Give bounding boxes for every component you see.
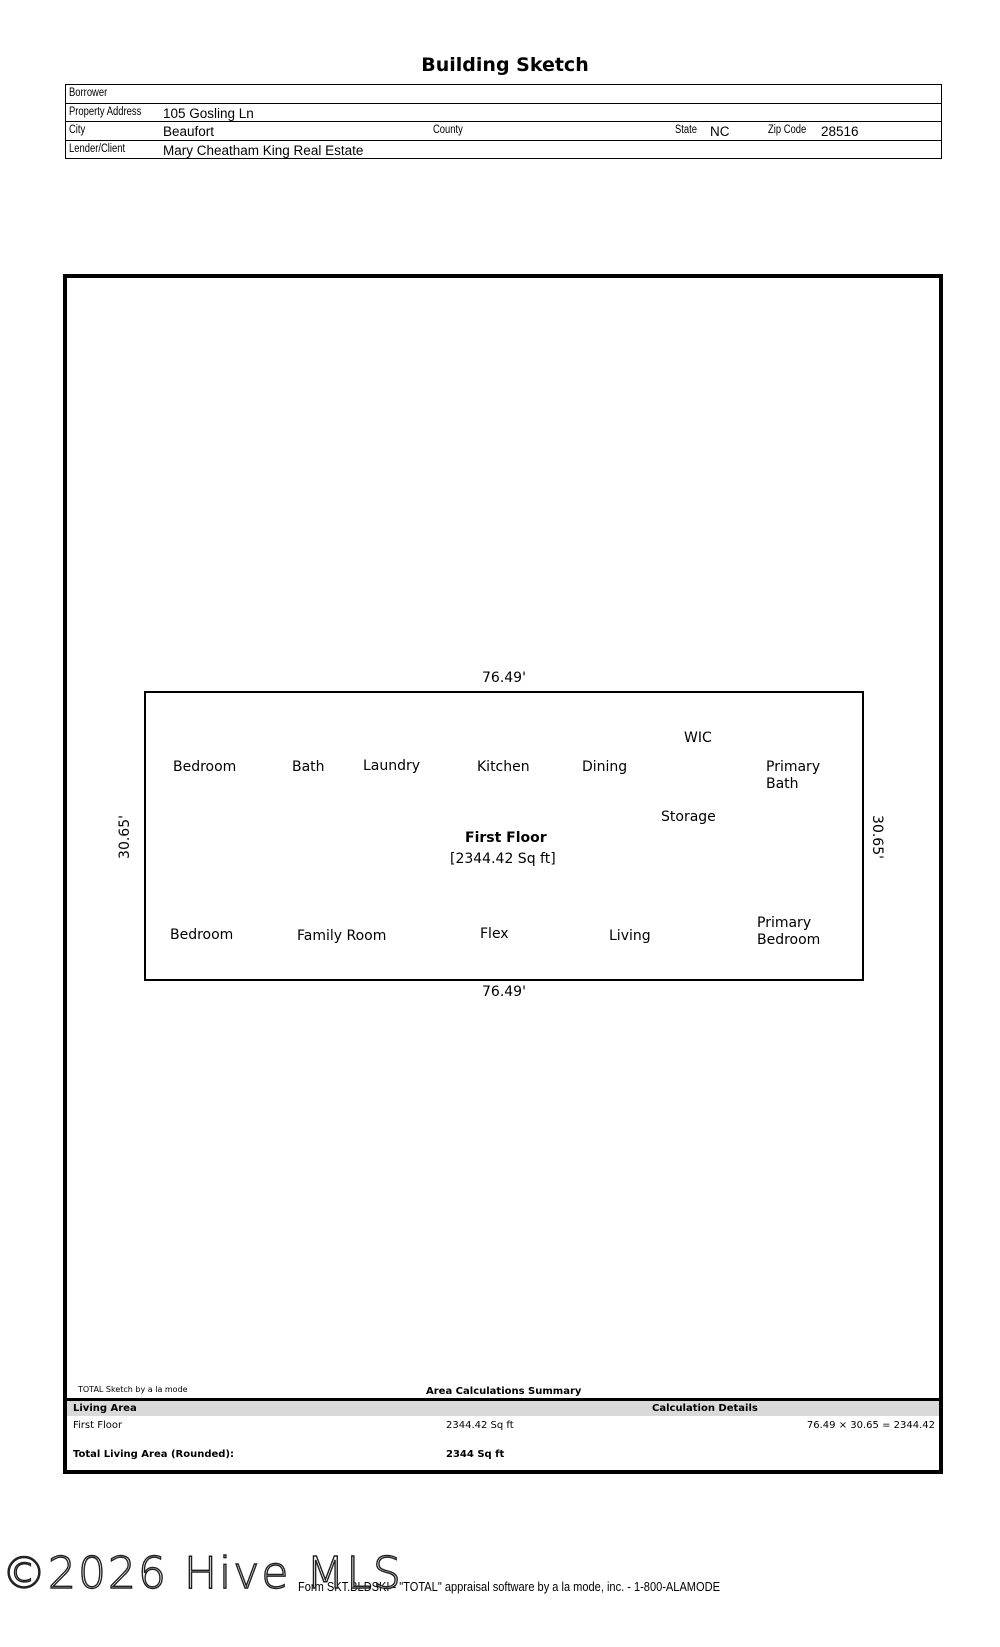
col-calculation-details: Calculation Details — [652, 1403, 758, 1414]
software-note: TOTAL Sketch by a la mode — [78, 1385, 188, 1394]
floor-name: First Floor — [465, 830, 547, 846]
city-value: Beaufort — [163, 124, 215, 139]
room-kitchen: Kitchen — [477, 759, 530, 775]
city-label: City — [69, 124, 86, 136]
summary-row-name: First Floor — [73, 1420, 123, 1431]
city-row: City Beaufort County State NC Zip Code 2… — [66, 122, 941, 141]
summary-heading: Area Calculations Summary — [426, 1386, 582, 1397]
room-bath: Bath — [292, 759, 325, 775]
room-dining: Dining — [582, 759, 628, 775]
room-flex: Flex — [480, 926, 509, 942]
dimension-bottom: 76.49' — [482, 984, 526, 1000]
room-primary-bath-line2: Bath — [766, 776, 799, 792]
lender-label: Lender/Client — [69, 142, 126, 155]
room-wic: WIC — [684, 730, 712, 746]
summary-row-area: 2344.42 Sq ft — [446, 1420, 514, 1431]
zip-label: Zip Code — [768, 124, 807, 136]
lender-value: Mary Cheatham King Real Estate — [163, 142, 364, 158]
floor-area: [2344.42 Sq ft] — [450, 851, 556, 867]
county-label: County — [433, 124, 463, 136]
room-primary-bedroom-line2: Bedroom — [757, 932, 821, 948]
room-bedroom: Bedroom — [173, 759, 237, 775]
summary-row-calc: 76.49 × 30.65 = 2344.42 — [806, 1420, 935, 1431]
room-primary-bath-line1: Primary — [766, 759, 821, 775]
state-label: State — [675, 124, 698, 136]
watermark: ©2026 Hive MLS — [1, 1547, 403, 1599]
room-primary-bath: Primary Bath — [766, 759, 820, 793]
sketch-frame — [63, 274, 943, 1474]
lender-row: Lender/Client Mary Cheatham King Real Es… — [66, 141, 941, 160]
summary-header-bar: Living Area Calculation Details — [67, 1401, 939, 1416]
zip-value: 28516 — [821, 124, 859, 139]
form-footer: Form SKT.BLDSKI - "TOTAL" appraisal soft… — [298, 1579, 720, 1594]
room-living: Living — [609, 928, 651, 944]
room-laundry: Laundry — [363, 758, 421, 774]
address-label: Property Address — [69, 105, 142, 118]
borrower-label: Borrower — [69, 87, 108, 99]
dimension-right: 30.65' — [868, 815, 885, 859]
total-living-area-value: 2344 Sq ft — [446, 1449, 505, 1460]
room-family-room: Family Room — [297, 928, 387, 944]
borrower-row: Borrower — [66, 85, 941, 104]
room-bedroom-2: Bedroom — [170, 927, 234, 943]
address-row: Property Address 105 Gosling Ln — [66, 104, 941, 122]
total-living-area-label: Total Living Area (Rounded): — [73, 1449, 235, 1460]
room-storage: Storage — [661, 809, 716, 825]
property-header-table: Borrower Property Address 105 Gosling Ln… — [65, 84, 942, 159]
address-value: 105 Gosling Ln — [163, 105, 254, 121]
room-primary-bedroom: Primary Bedroom — [757, 915, 820, 949]
dimension-top: 76.49' — [482, 670, 526, 686]
room-primary-bedroom-line1: Primary — [757, 915, 812, 931]
floor-plan-outline: Bedroom Bath Laundry Kitchen Dining WIC … — [144, 691, 864, 981]
col-living-area: Living Area — [73, 1403, 137, 1414]
state-value: NC — [710, 124, 730, 139]
dimension-left: 30.65' — [116, 815, 133, 859]
area-calculations-summary: Living Area Calculation Details First Fl… — [67, 1398, 939, 1473]
page-title: Building Sketch — [421, 54, 589, 76]
